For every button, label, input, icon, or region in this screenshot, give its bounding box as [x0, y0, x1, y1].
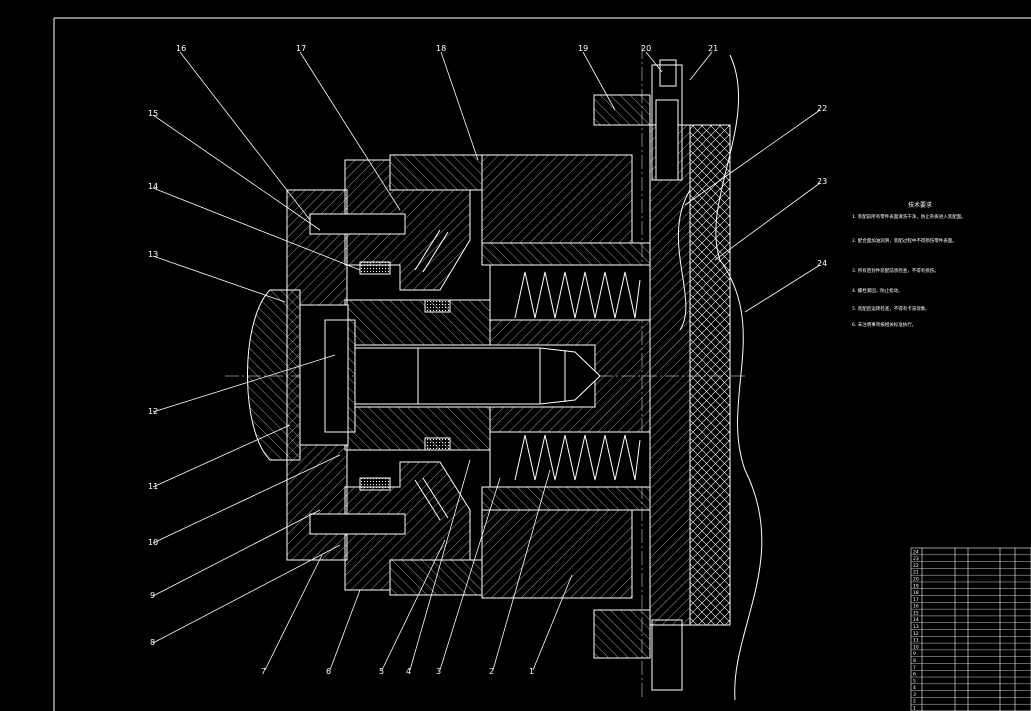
- part-label: 20: [641, 44, 651, 53]
- part-label: 3: [436, 667, 441, 676]
- part-label: 7: [261, 667, 266, 676]
- tech-requirement-item: 3. 所有密封件装配前须检查，不得有损伤。: [852, 267, 939, 274]
- part-labels: 16 17 18 19 20 21 22 23 24 15 14 13 12 1…: [148, 44, 827, 676]
- part-label: 21: [708, 44, 718, 53]
- tech-requirements: 技术要求 1. 装配前所有零件表面清洗干净，防止杂质进入装配面。 2. 配合面加…: [852, 201, 966, 328]
- bom-row-number: 15: [913, 610, 919, 616]
- bom-row-number: 11: [913, 638, 919, 644]
- tech-requirement-item: 5. 装配后运转检查，不得有卡滞现象。: [852, 305, 930, 312]
- part-label: 9: [150, 591, 155, 600]
- break-line: [715, 54, 763, 701]
- part-label: 11: [148, 482, 158, 491]
- mounting-plate: [649, 124, 691, 626]
- part-label: 15: [148, 109, 158, 118]
- bom-row-number: 3: [913, 692, 916, 698]
- bom-row-number: 6: [913, 672, 916, 678]
- bom-row-number: 14: [913, 617, 919, 623]
- bom-row-number: 9: [913, 651, 916, 657]
- tech-requirement-item: 1. 装配前所有零件表面清洗干净，防止杂质进入装配面。: [852, 213, 966, 220]
- tech-requirement-item: 4. 螺栓紧固，防止松动。: [852, 287, 903, 294]
- leader-lines: [152, 51, 821, 671]
- bom-row-number: 7: [913, 665, 916, 671]
- bom-row-number: 13: [913, 624, 919, 630]
- bom-row-number: 22: [913, 563, 919, 569]
- bom-row-number: 20: [913, 576, 919, 582]
- bom-row-number: 2: [913, 699, 916, 705]
- part-label: 22: [817, 104, 827, 113]
- bom-row-number: 18: [913, 590, 919, 596]
- part-label: 16: [176, 44, 186, 53]
- part-label: 5: [379, 667, 384, 676]
- bom-row-number: 23: [913, 556, 919, 562]
- bom-row-number: 10: [913, 644, 919, 650]
- drawing-frame: [53, 17, 1031, 711]
- tech-requirements-title: 技术要求: [908, 201, 932, 209]
- bom-row-number: 21: [913, 570, 919, 576]
- bom-row-number: 17: [913, 597, 919, 603]
- part-label: 24: [817, 259, 827, 268]
- part-label: 1: [529, 667, 534, 676]
- part-label: 8: [150, 638, 155, 647]
- part-label: 19: [578, 44, 588, 53]
- assembly-section: [247, 59, 731, 691]
- part-label: 23: [817, 177, 827, 186]
- bom-row-number: 24: [913, 549, 919, 555]
- bom-row-number: 8: [913, 658, 916, 664]
- part-label: 17: [296, 44, 306, 53]
- part-label: 4: [406, 667, 411, 676]
- part-label: 18: [436, 44, 446, 53]
- part-label: 10: [148, 538, 158, 547]
- bom-row-number: 19: [913, 583, 919, 589]
- bom-row-number: 12: [913, 631, 919, 637]
- bom-row-number: 4: [913, 685, 916, 691]
- bom-row-number: 5: [913, 678, 916, 684]
- part-label: 12: [148, 407, 158, 416]
- tech-requirement-item: 6. 未注明事项按相关标准执行。: [852, 321, 916, 328]
- tech-requirement-item: 2. 配合面加油润滑，装配过程中不得损伤零件表面。: [852, 237, 957, 244]
- part-label: 2: [489, 667, 494, 676]
- part-label: 14: [148, 182, 158, 191]
- part-label: 13: [148, 250, 158, 259]
- bom-row-number: 1: [913, 706, 916, 711]
- part-label: 6: [326, 667, 331, 676]
- bom-row-number: 16: [913, 604, 919, 610]
